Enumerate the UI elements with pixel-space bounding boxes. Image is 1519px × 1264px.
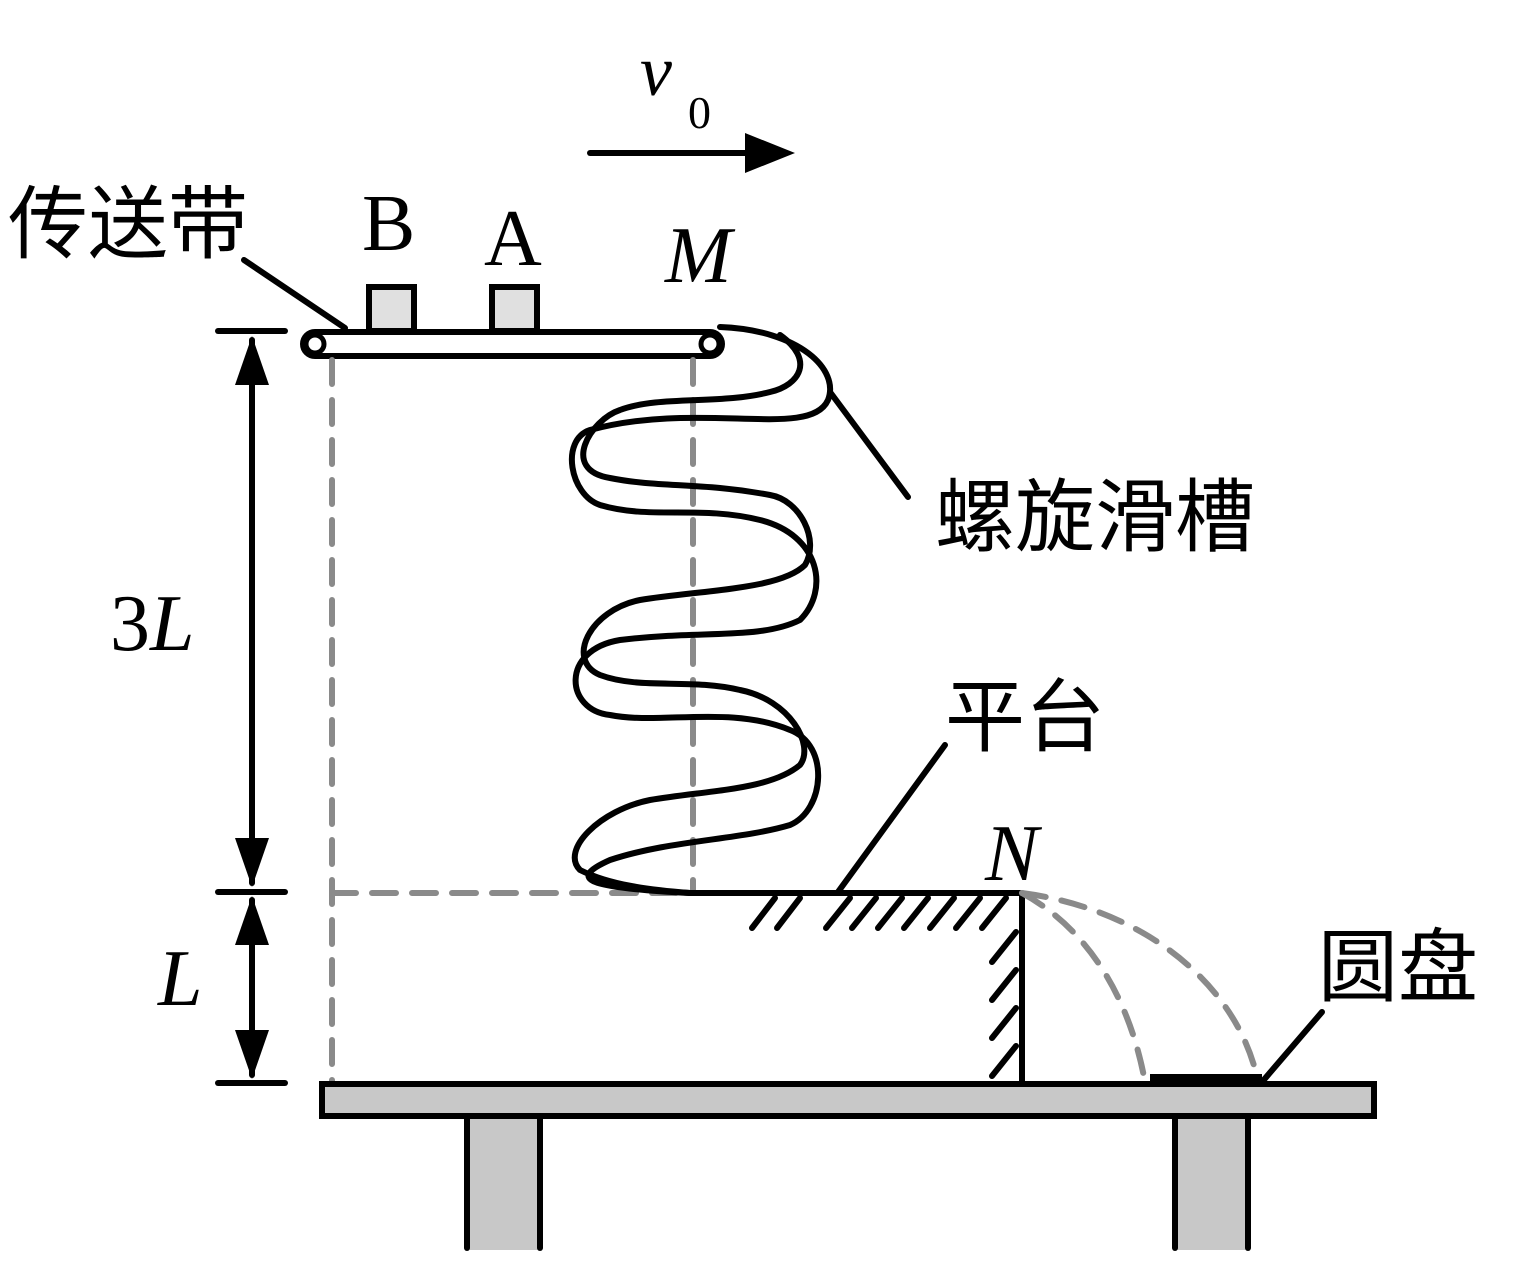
conveyor-belt: [300, 329, 725, 359]
disc-label: 圆盘: [1318, 925, 1478, 1013]
block-b-label: B: [362, 180, 415, 268]
table: [319, 1081, 1377, 1251]
trajectory-near: [1019, 890, 1148, 1085]
disc-leader-line: [1259, 1009, 1325, 1085]
height-l-label: L: [157, 935, 203, 1023]
block-b: [366, 284, 417, 334]
platform-label: 平台: [945, 675, 1105, 763]
disc: [1150, 1074, 1262, 1084]
right-roller: [698, 332, 722, 356]
left-roller: [303, 332, 327, 356]
height-dimension: [215, 328, 288, 1086]
platform-leader-line: [835, 742, 948, 895]
platform: [687, 890, 1025, 1085]
height-3l-coef: 3: [110, 580, 150, 668]
height-3l-var: L: [149, 580, 195, 668]
conveyor-label: 传送带: [8, 182, 248, 270]
point-n-label: N: [984, 810, 1043, 898]
velocity-label: v: [640, 31, 672, 111]
spiral-chute: [569, 324, 833, 896]
spiral-leader-line: [827, 389, 911, 500]
conveyor-leader-line: [241, 257, 348, 331]
table-top: [319, 1081, 1377, 1119]
spiral-chute-label: 螺旋滑槽: [935, 475, 1255, 563]
table-leg-right: [1175, 1115, 1248, 1250]
block-a-label: A: [484, 195, 542, 283]
table-leg-left: [467, 1115, 540, 1250]
velocity-arrow: [587, 133, 795, 173]
block-a: [489, 284, 540, 334]
trajectory-far: [1019, 890, 1261, 1085]
velocity-subscript: 0: [688, 87, 711, 138]
point-m-label: M: [664, 212, 736, 300]
